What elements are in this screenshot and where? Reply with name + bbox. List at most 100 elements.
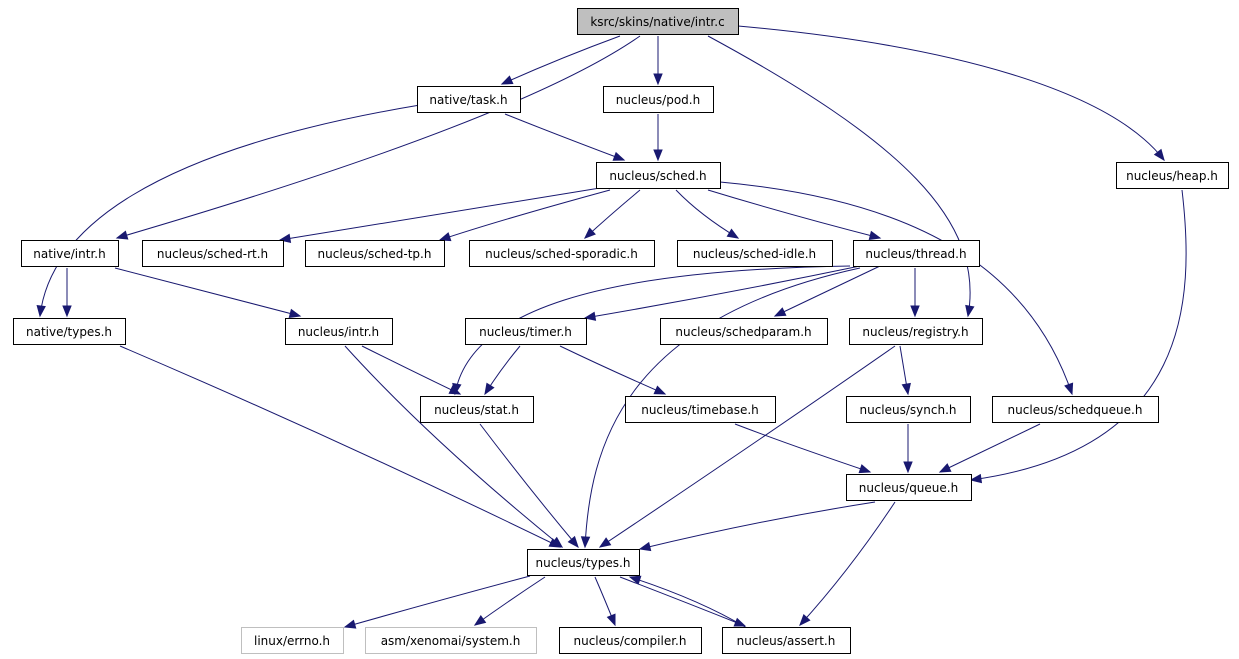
node-box (992, 396, 1159, 423)
node-native-task[interactable]: native/task.h (417, 86, 521, 113)
edge-line (799, 501, 896, 626)
node-nucleus-compiler[interactable]: nucleus/compiler.h (559, 627, 702, 654)
arrowhead-icon (903, 461, 913, 474)
edge-nucleus_schedqueue-to-nucleus_queue (938, 423, 1041, 473)
arrowhead-icon (858, 464, 872, 474)
node-label: nucleus/registry.h (862, 325, 968, 339)
node-sched-idle[interactable]: nucleus/sched-idle.h (677, 240, 833, 267)
node-label: asm/xenomai/system.h (381, 634, 521, 648)
node-box (1116, 162, 1229, 189)
edge-nucleus_sched-to-sched_rt (278, 187, 601, 243)
edge-line (116, 35, 641, 239)
edge-line (584, 265, 861, 319)
edge-nucleus_sched-to-sched_sporadic (584, 189, 641, 239)
node-nucleus-queue[interactable]: nucleus/queue.h (846, 474, 972, 501)
node-label: nucleus/schedparam.h (675, 325, 811, 339)
edge-line (707, 35, 971, 317)
arrowhead-icon (484, 382, 495, 396)
node-box (417, 86, 521, 113)
node-box (13, 318, 126, 345)
edge-line (504, 113, 625, 161)
arrowhead-icon (653, 385, 667, 395)
arrowhead-icon (473, 615, 487, 626)
edge-intr_c-to-native_intr (115, 35, 641, 240)
node-label: nucleus/types.h (536, 556, 631, 570)
node-box (625, 396, 776, 423)
edge-nucleus_synch-to-nucleus_queue (903, 423, 913, 474)
arrowhead-icon (726, 228, 740, 239)
node-nucleus-timebase[interactable]: nucleus/timebase.h (625, 396, 776, 423)
node-box (559, 627, 702, 654)
edge-nucleus_intr-to-nucleus_types (344, 345, 564, 548)
node-label: nucleus/timebase.h (641, 403, 759, 417)
arrowhead-icon (1153, 148, 1165, 162)
edge-nucleus_pod-to-nucleus_sched (653, 114, 663, 162)
arrowhead-icon (343, 619, 357, 629)
arrowhead-icon (799, 614, 811, 626)
node-asm-system[interactable]: asm/xenomai/system.h (365, 627, 537, 654)
node-label: linux/errno.h (254, 634, 330, 648)
edge-nucleus_thread-to-nucleus_schedparam (773, 265, 881, 317)
arrowhead-icon (584, 227, 596, 239)
node-label: nucleus/intr.h (298, 325, 379, 339)
edge-native_intr-to-nucleus_intr (114, 267, 302, 318)
node-nucleus-timer[interactable]: nucleus/timer.h (465, 318, 587, 345)
arrowhead-icon (500, 75, 514, 85)
node-label: nucleus/assert.h (737, 634, 836, 648)
node-box (365, 627, 537, 654)
node-nucleus-thread[interactable]: nucleus/thread.h (853, 240, 980, 267)
edge-line (454, 265, 851, 395)
node-sched-sporadic[interactable]: nucleus/sched-sporadic.h (469, 240, 655, 267)
edge-native_intr-to-native_types (62, 268, 72, 318)
node-nucleus-sched[interactable]: nucleus/sched.h (596, 162, 721, 189)
node-nucleus-synch[interactable]: nucleus/synch.h (846, 396, 971, 423)
node-nucleus-stat[interactable]: nucleus/stat.h (420, 396, 534, 423)
node-nucleus-pod[interactable]: nucleus/pod.h (603, 86, 714, 113)
node-label: nucleus/pod.h (616, 93, 700, 107)
node-label: nucleus/queue.h (859, 481, 958, 495)
edge-line (279, 187, 601, 241)
node-label: nucleus/heap.h (1126, 169, 1218, 183)
edge-line (619, 576, 746, 627)
edge-line (737, 25, 1165, 161)
node-intr-c[interactable]: ksrc/skins/native/intr.c (577, 8, 739, 35)
node-native-intr[interactable]: native/intr.h (21, 240, 119, 267)
edge-nucleus_sched-to-sched_idle (675, 189, 740, 239)
node-sched-rt[interactable]: nucleus/sched-rt.h (142, 240, 284, 267)
node-nucleus-intr[interactable]: nucleus/intr.h (285, 318, 393, 345)
edges-layer (36, 25, 1187, 629)
edge-nucleus_timer-to-nucleus_stat (484, 345, 521, 396)
node-box (465, 318, 587, 345)
node-box (603, 86, 714, 113)
edge-nucleus_heap-to-nucleus_queue (969, 189, 1187, 484)
edge-line (675, 189, 739, 239)
node-native-types[interactable]: native/types.h (13, 318, 126, 345)
node-box (21, 240, 119, 267)
edge-line (39, 104, 421, 317)
node-box (285, 318, 393, 345)
node-box (849, 318, 983, 345)
edge-native_types-to-nucleus_types (119, 345, 562, 548)
arrowhead-icon (550, 536, 564, 548)
arrowhead-icon (653, 73, 663, 86)
arrowhead-icon (583, 311, 597, 321)
node-label: ksrc/skins/native/intr.c (590, 15, 724, 29)
node-sched-tp[interactable]: nucleus/sched-tp.h (305, 240, 445, 267)
edge-intr_c-to-native_task (500, 35, 621, 85)
node-label: nucleus/synch.h (859, 403, 956, 417)
node-label: native/intr.h (33, 247, 105, 261)
node-label: nucleus/thread.h (865, 247, 966, 261)
node-nucleus-heap[interactable]: nucleus/heap.h (1116, 162, 1229, 189)
arrowhead-icon (448, 385, 462, 395)
node-nucleus-assert[interactable]: nucleus/assert.h (722, 627, 851, 654)
node-nucleus-types[interactable]: nucleus/types.h (527, 549, 640, 576)
node-nucleus-registry[interactable]: nucleus/registry.h (849, 318, 983, 345)
node-linux-errno[interactable]: linux/errno.h (241, 627, 344, 654)
edge-line (774, 265, 881, 317)
edge-line (559, 345, 666, 395)
node-nucleus-schedqueue[interactable]: nucleus/schedqueue.h (992, 396, 1159, 423)
edge-nucleus_intr-to-nucleus_stat (361, 345, 462, 395)
edge-line (707, 189, 881, 239)
node-nucleus-schedparam[interactable]: nucleus/schedparam.h (660, 318, 828, 345)
